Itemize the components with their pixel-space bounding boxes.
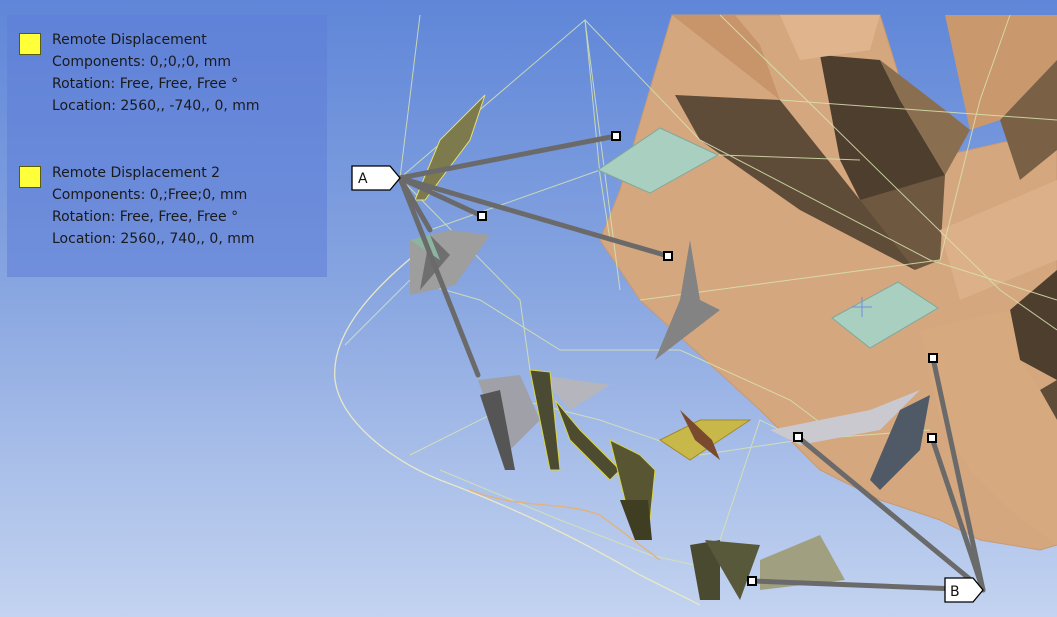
yellow-swatch-icon [19,166,41,188]
yellow-swatch-icon [19,33,41,55]
outline-curve [334,234,701,606]
legend-item-components: Components: 0,;0,;0, mm [52,54,231,70]
outline-curve-orange [469,489,661,561]
legend-item-rotation: Rotation: Free, Free, Free ° [52,76,239,92]
origin-marker [852,297,872,317]
legend-item-location: Location: 2560,, -740,, 0, mm [52,98,260,114]
legend-item-title: Remote Displacement [52,32,207,48]
legend-item-rotation: Rotation: Free, Free, Free ° [52,209,239,225]
main-body[interactable] [599,14,1057,551]
boundary-conditions-legend: Remote Displacement Components: 0,;0,;0,… [7,15,327,277]
point-b-tag[interactable]: B [944,577,984,603]
legend-item-components: Components: 0,;Free;0, mm [52,187,248,203]
legend-item-location: Location: 2560,, 740,, 0, mm [52,231,255,247]
remote-links-a[interactable] [397,133,671,378]
legend-item-title: Remote Displacement 2 [52,165,221,181]
point-a-tag[interactable]: A [351,165,401,191]
selected-faces[interactable] [596,127,939,349]
attachment-nodes[interactable] [477,131,938,586]
point-b-label: B [950,584,960,600]
point-a-label: A [358,171,368,187]
